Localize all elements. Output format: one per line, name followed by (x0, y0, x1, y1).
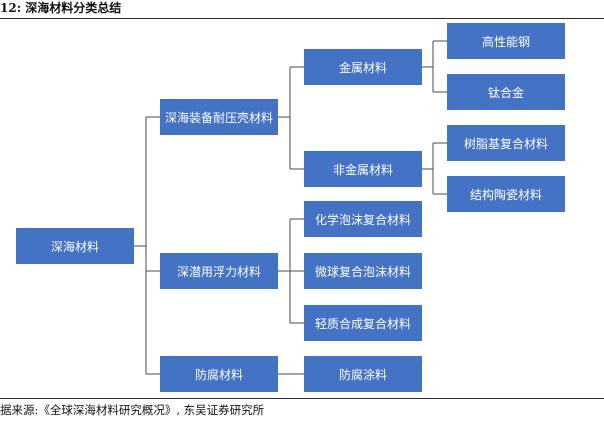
node-root: 深海材料 (16, 228, 134, 264)
node-buoyancy-materials: 深潜用浮力材料 (160, 253, 278, 289)
node-anticorrosion-materials: 防腐材料 (160, 356, 278, 392)
connector-metal (422, 40, 447, 93)
source-divider (0, 398, 604, 399)
caption-divider (0, 18, 604, 19)
node-titanium-alloy: 钛合金 (447, 74, 565, 110)
connector-buoyancy (278, 218, 304, 324)
node-lightweight-synthetic-composite: 轻质合成复合材料 (304, 305, 422, 341)
figure-caption: 12: 深海材料分类总结 (0, 1, 122, 15)
source-note: 据来源:《全球深海材料研究概况》, 东吴证券研究所 (0, 403, 265, 417)
node-anticorrosion-coating: 防腐涂料 (304, 356, 422, 392)
connector-nonmetal (422, 142, 447, 195)
node-pressure-hull-materials: 深海装备耐压壳材料 (160, 99, 278, 135)
node-chemical-foam-composite: 化学泡沫复合材料 (304, 201, 422, 237)
node-nonmetal-materials: 非金属材料 (304, 151, 422, 187)
node-resin-matrix-composite: 树脂基复合材料 (447, 125, 565, 161)
node-microsphere-foam-composite: 微球复合泡沫材料 (304, 253, 422, 289)
connector-pressure-hull (278, 66, 304, 170)
node-structural-ceramics: 结构陶瓷材料 (447, 176, 565, 212)
connector-root (134, 116, 160, 375)
node-high-performance-steel: 高性能钢 (447, 23, 565, 59)
node-metal-materials: 金属材料 (304, 49, 422, 85)
